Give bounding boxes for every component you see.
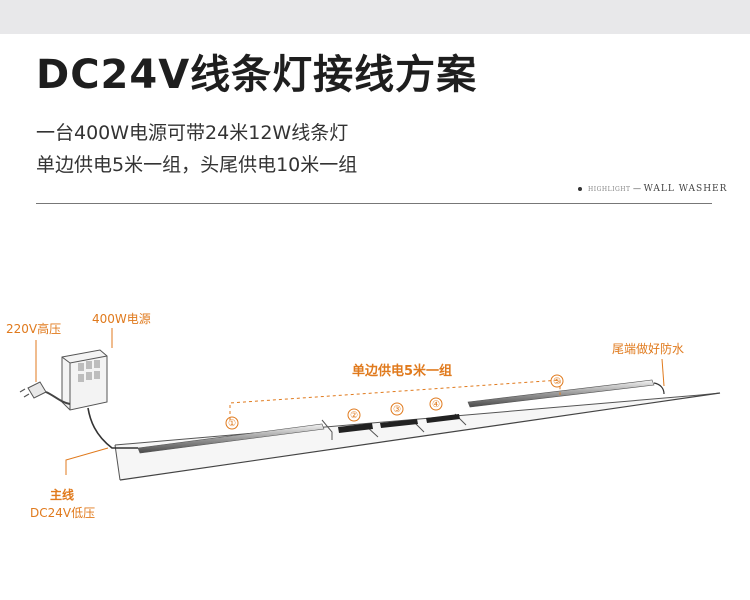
surface-notches xyxy=(321,413,467,440)
segment-num-5: ⑤ xyxy=(553,376,561,386)
segment-marker-3 xyxy=(390,402,404,416)
segment-marker-4 xyxy=(429,397,443,411)
wall-top-edge xyxy=(114,394,701,446)
description-line-2: 单边供电5米一组，头尾供电10米一组 xyxy=(36,154,358,176)
waterproof-label: 尾端做好防水 xyxy=(612,342,685,356)
wall-bottom-edge xyxy=(119,392,721,481)
strip-3 xyxy=(380,419,418,428)
main-line-label: 主线 xyxy=(50,488,75,502)
waterproof-callout-line xyxy=(661,358,665,387)
strip-4 xyxy=(426,414,460,423)
mainline-callout-line xyxy=(65,447,109,475)
segment-num-2: ② xyxy=(350,410,358,420)
input-cable xyxy=(45,391,71,405)
segment-num-3: ③ xyxy=(393,404,401,414)
top-band xyxy=(0,0,750,34)
segment-marker-5 xyxy=(550,374,564,388)
tagline: HIGHLIGHT — WALL WASHER xyxy=(578,184,727,194)
low-voltage-label: DC24V低压 xyxy=(30,506,96,520)
strip-5 xyxy=(467,379,655,408)
main-cable xyxy=(87,407,138,449)
tail-cable xyxy=(653,382,665,395)
segment-marker-2 xyxy=(347,408,361,422)
power-supply-icon xyxy=(61,349,108,411)
tagline-dot-icon xyxy=(578,187,582,191)
plug-icon xyxy=(19,381,47,399)
separator-line xyxy=(36,203,712,204)
segment-num-1: ① xyxy=(228,418,236,428)
input-voltage-label: 220V高压 xyxy=(6,322,62,336)
group-bracket xyxy=(229,379,561,420)
group-label: 单边供电5米一组 xyxy=(352,364,453,379)
segment-num-4: ④ xyxy=(432,399,440,409)
tagline-small: HIGHLIGHT xyxy=(588,186,631,193)
description-line-1: 一台400W电源可带24米12W线条灯 xyxy=(36,122,349,144)
strip-2 xyxy=(338,423,373,433)
strip-1 xyxy=(137,423,325,454)
segment-marker-1 xyxy=(225,416,239,430)
page-title: DC24V线条灯接线方案 xyxy=(36,52,478,98)
tagline-big: WALL WASHER xyxy=(643,184,728,194)
psu-label: 400W电源 xyxy=(92,312,151,326)
